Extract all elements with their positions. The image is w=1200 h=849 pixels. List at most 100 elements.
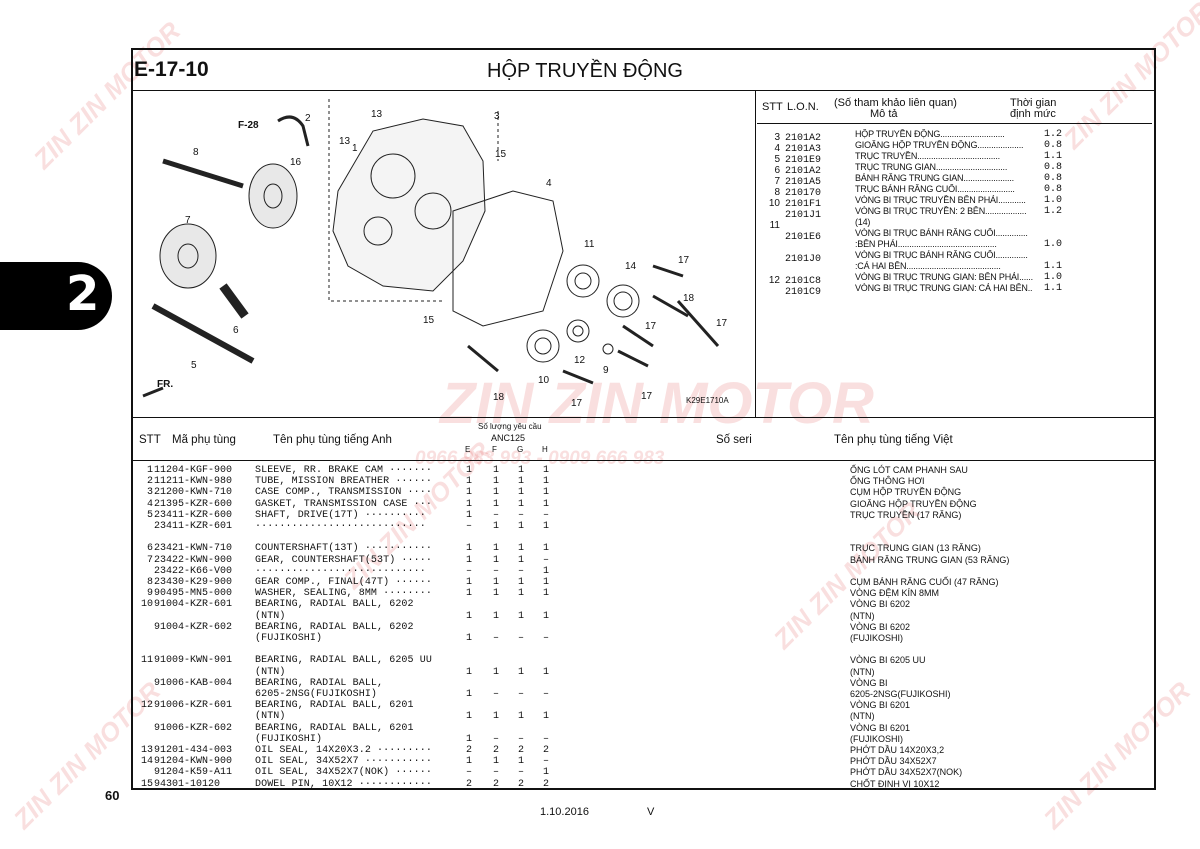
- svg-text:FR.: FR.: [157, 379, 173, 390]
- side-header-time: Thời gian: [1010, 97, 1057, 109]
- part-qty: –: [465, 767, 472, 779]
- svg-text:16: 16: [290, 157, 302, 168]
- part-stt: 5: [146, 509, 153, 521]
- part-name-en: CASE COMP., TRANSMISSION ····: [255, 487, 432, 499]
- part-qty: 2: [542, 745, 549, 756]
- part-qty: 1: [492, 577, 499, 588]
- svg-text:8: 8: [193, 147, 199, 158]
- bolt: [676, 300, 720, 347]
- part-name-en: BEARING, RADIAL BALL, 6202: [255, 621, 414, 633]
- part-qty: 1: [517, 666, 524, 678]
- part-name-en: GASKET, TRANSMISSION CASE ···: [255, 498, 432, 510]
- part-number: 91006-KZR-602: [154, 722, 233, 734]
- part-name-vn: GIOĂNG HỘP TRUYỀN ĐỘNG: [850, 498, 977, 509]
- part-qty: –: [542, 633, 549, 644]
- part-qty: –: [517, 633, 524, 644]
- page-number: 60: [105, 788, 120, 803]
- part-qty: –: [492, 509, 499, 521]
- transmission-case: [332, 118, 486, 292]
- part-qty: 2: [492, 745, 499, 756]
- part-name-en: BEARING, RADIAL BALL, 6202: [255, 599, 414, 611]
- part-qty: 1: [542, 666, 549, 678]
- part-qty: 1: [492, 543, 499, 555]
- part-number: 21395-KZR-600: [154, 498, 233, 510]
- side-row-time: 0.8: [1044, 173, 1063, 184]
- svg-text:17: 17: [641, 391, 653, 402]
- svg-text:3: 3: [494, 111, 500, 122]
- part-qty: –: [517, 767, 524, 779]
- side-row-desc: GIOĂNG HỘP TRUYỀN ĐỘNG..................…: [855, 140, 1024, 150]
- part-stt: 2: [146, 476, 153, 488]
- svg-text:5: 5: [191, 360, 197, 371]
- part-name-vn: PHỚT DẦU 34X52X7(NOK): [850, 767, 963, 778]
- side-row-stt: 12: [768, 275, 780, 286]
- part-qty: 1: [465, 554, 472, 566]
- qty-col-h: H: [542, 445, 548, 454]
- parts-row: (FUJIKOSHI)1––– (FUJIKOSHI): [137, 633, 1137, 644]
- part-qty: 1: [465, 498, 472, 510]
- side-row-desc: VÒNG BI TRỤC TRUNG GIAN: BÊN PHẢI......: [855, 272, 1033, 282]
- part-name-vn: (NTN): [850, 711, 875, 722]
- svg-text:13: 13: [339, 136, 351, 147]
- bolt: [617, 349, 649, 368]
- part-qty: 1: [492, 487, 499, 499]
- side-row-desc: VÒNG BI TRỤC BÁNH RĂNG CUỐI.............…: [855, 228, 1028, 238]
- part-stt: 14: [140, 756, 153, 768]
- part-qty: –: [492, 633, 499, 644]
- part-qty: 1: [517, 577, 524, 588]
- part-qty: –: [517, 509, 524, 521]
- svg-text:F-28: F-28: [238, 120, 259, 131]
- side-row-time: 1.2: [1044, 129, 1063, 140]
- svg-text:11: 11: [584, 239, 595, 250]
- part-qty: 1: [517, 756, 524, 768]
- side-header-desc: Mô tả: [870, 108, 898, 120]
- case-bearing-hole: [363, 216, 393, 246]
- part-name-vn: CỤM HỘP TRUYỀN ĐỘNG: [850, 487, 962, 498]
- part-number: 91006-KZR-601: [154, 700, 233, 712]
- parts-header-pn: Mã phụ tùng: [172, 434, 236, 446]
- side-row-stt: 4: [774, 143, 780, 154]
- part-name-vn: BÁNH RĂNG TRUNG GIAN (53 RĂNG): [850, 554, 1010, 565]
- part-qty: 1: [542, 543, 549, 555]
- bolt: [467, 344, 499, 373]
- countershaft: [219, 283, 249, 319]
- svg-text:12: 12: [574, 355, 586, 366]
- part-stt: 1: [146, 465, 153, 476]
- side-row-stt: 6: [774, 165, 780, 176]
- svg-text:17: 17: [645, 321, 657, 332]
- edition-date: 1.10.2016: [540, 806, 589, 818]
- part-qty: 1: [465, 588, 472, 600]
- bolt: [622, 324, 654, 348]
- part-qty: 1: [492, 554, 499, 566]
- bearing-11: [566, 264, 600, 298]
- part-name-vn: PHỚT DẦU 34X52X7: [850, 756, 937, 767]
- part-name-vn: TRỤC TRUNG GIAN (13 RĂNG): [850, 543, 981, 554]
- part-qty: 1: [465, 666, 472, 678]
- part-qty: –: [542, 756, 549, 768]
- part-qty: 1: [542, 498, 549, 510]
- part-stt: 3: [146, 487, 153, 499]
- model-header: ANC125: [491, 433, 526, 443]
- part-stt: 13: [140, 745, 153, 756]
- svg-text:14: 14: [625, 261, 637, 272]
- part-number: 23411-KZR-600: [154, 509, 233, 521]
- part-qty: 1: [542, 588, 549, 600]
- side-row-desc: BÁNH RĂNG TRUNG GIAN....................…: [855, 173, 1014, 183]
- svg-text:17: 17: [571, 398, 583, 409]
- part-qty: 1: [517, 476, 524, 488]
- part-name-en: 6205-2NSG(FUJIKOSHI): [255, 689, 378, 700]
- svg-text:6: 6: [233, 325, 239, 336]
- side-row-time: 0.8: [1044, 162, 1063, 173]
